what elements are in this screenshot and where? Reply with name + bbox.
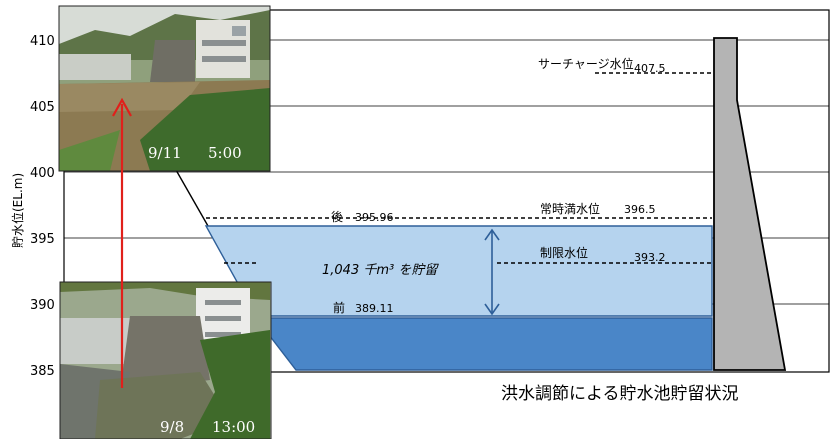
chart-frame [63,9,830,373]
before-level-label: 前 [333,300,345,315]
y-tick-405: 405 [30,100,55,115]
stored-water-region [204,225,713,317]
red-rise-arrow [112,97,132,388]
photo-bottom-time: 13:00 [212,418,255,436]
y-tick-400: 400 [30,166,55,181]
photo-top-time: 5:00 [208,144,242,162]
storage-volume-label: 1,043 千m³ を貯留 [322,263,439,278]
normal-full-value: 396.5 [624,203,656,216]
photo-top-date: 9/11 [148,144,182,162]
restricted-value: 393.2 [634,251,666,264]
photo-after-flood [58,5,271,172]
after-level-label: 後 [331,210,343,224]
diagram-caption: 洪水調節による貯水池貯留状況 [501,384,739,404]
before-level-value: 389.11 [355,302,394,315]
surcharge-label: サーチャージ水位 [538,56,634,71]
y-tick-410: 410 [30,34,55,49]
photo-before-flood [59,281,272,439]
slope-line [175,169,209,227]
restricted-label: 制限水位 [540,245,588,260]
y-tick-395: 395 [30,232,55,247]
normal-full-label: 常時満水位 [540,201,600,216]
base-water-region [254,317,713,371]
y-tick-390: 390 [30,298,55,313]
surcharge-value: 407.5 [634,62,666,75]
y-tick-385: 385 [30,364,55,379]
dam-body [713,37,787,371]
photo-bottom-date: 9/8 [160,418,184,436]
after-level-value: 395.96 [355,211,394,224]
water-rise-arrow [484,228,500,316]
y-axis-label: 貯水位(EL.m) [10,173,25,248]
